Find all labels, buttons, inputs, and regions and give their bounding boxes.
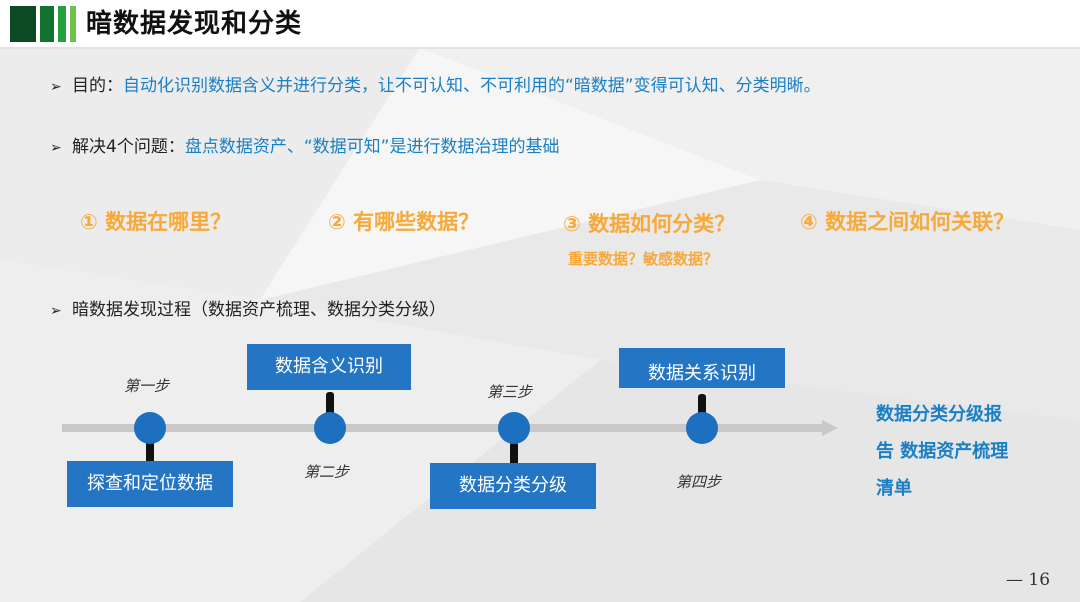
- header: 暗数据发现和分类: [0, 0, 1080, 48]
- arrow-bullet-icon: ➢: [50, 140, 62, 156]
- timeline-arrowhead: [822, 420, 838, 436]
- question-3: ③ 数据如何分类？: [563, 212, 736, 236]
- header-divider: [0, 47, 1080, 49]
- question-2: ② 有哪些数据？: [328, 210, 480, 234]
- bullet-label: 目的：: [72, 76, 123, 96]
- step-4-label: 第四步: [676, 473, 722, 491]
- step-3-box: 数据分类分级: [430, 463, 596, 509]
- question-1: ① 数据在哪里？: [80, 210, 232, 234]
- timeline-node-3: [498, 412, 530, 466]
- page-title: 暗数据发现和分类: [86, 9, 303, 39]
- logo-icon: [10, 6, 78, 42]
- step-2-box: 数据含义识别: [247, 344, 411, 390]
- bullet-text: 盘点数据资产、“数据可知”是进行数据治理的基础: [184, 137, 560, 157]
- step-4-box: 数据关系识别: [619, 348, 785, 388]
- result-line: 数据分类分级报: [876, 404, 1002, 425]
- bullet-process: ➢ 暗数据发现过程（数据资产梳理、数据分类分级）: [50, 298, 446, 323]
- bullet-text: 自动化识别数据含义并进行分类，让不可认知、不可利用的“暗数据”变得可认知、分类明…: [123, 76, 821, 96]
- timeline-node-1: [134, 412, 166, 464]
- result-text: 数据分类分级报 告 数据资产梳理 清单: [876, 396, 1046, 507]
- arrow-bullet-icon: ➢: [50, 303, 62, 319]
- step-3-label: 第三步: [487, 383, 533, 401]
- bullet-label: 解决4个问题：: [72, 137, 185, 157]
- timeline-node-4: [686, 394, 718, 444]
- step-2-label: 第二步: [304, 463, 350, 481]
- bullet-purpose: ➢ 目的：自动化识别数据含义并进行分类，让不可认知、不可利用的“暗数据”变得可认知…: [50, 74, 821, 99]
- step-1-box: 探查和定位数据: [67, 461, 233, 507]
- bullet-label: 暗数据发现过程（数据资产梳理、数据分类分级）: [72, 300, 446, 320]
- step-1-label: 第一步: [124, 377, 170, 395]
- timeline-node-2: [314, 392, 346, 444]
- bullet-problems: ➢ 解决4个问题：盘点数据资产、“数据可知”是进行数据治理的基础: [50, 135, 559, 160]
- result-line: 告 数据资产梳理: [876, 441, 1009, 462]
- sub-question: 重要数据？敏感数据？: [568, 250, 719, 268]
- result-line: 清单: [876, 478, 912, 499]
- question-4: ④ 数据之间如何关联？: [800, 210, 1015, 234]
- arrow-bullet-icon: ➢: [50, 79, 62, 95]
- page-number: — 16: [1006, 570, 1051, 590]
